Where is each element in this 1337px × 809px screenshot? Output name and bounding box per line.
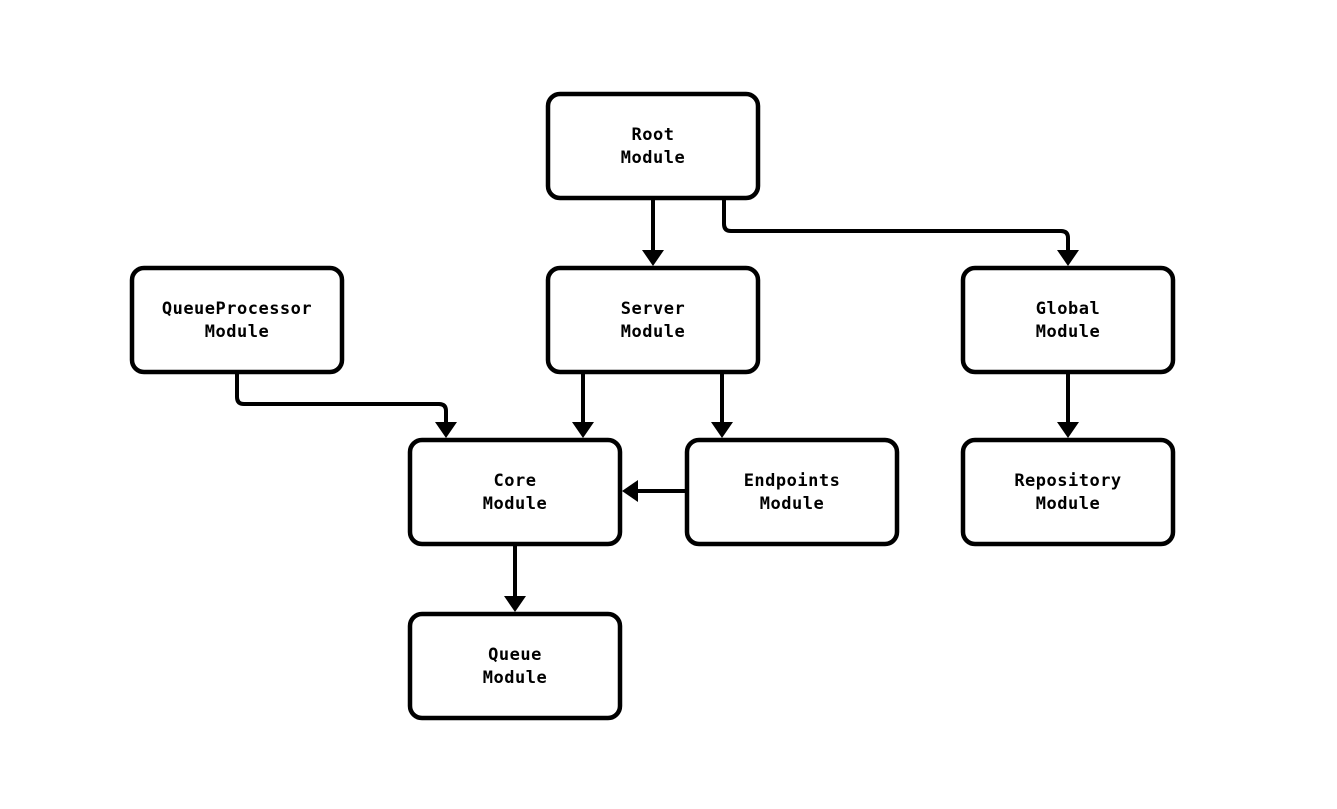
edge-queueprocessor-to-core — [235, 372, 457, 438]
arrow-head — [572, 422, 594, 438]
node-label-line1: Global — [1036, 299, 1100, 319]
node-label-line1: Root — [632, 125, 675, 145]
node-label-line2: Module — [1036, 322, 1100, 342]
edge-line — [235, 372, 448, 424]
node-label-line1: Core — [494, 471, 537, 491]
arrow-head — [622, 480, 638, 502]
arrow-head — [1057, 250, 1079, 266]
arrow-head — [1057, 422, 1079, 438]
edge-root-to-global — [722, 198, 1079, 266]
node-box[interactable] — [684, 437, 900, 547]
arrow-head — [435, 422, 457, 438]
edge-root-to-server — [642, 198, 664, 266]
node-box[interactable] — [407, 437, 623, 547]
node-label-line2: Module — [483, 668, 547, 688]
node-label-line1: Queue — [488, 645, 542, 665]
node-box[interactable] — [129, 265, 345, 375]
node-label-line2: Module — [621, 322, 685, 342]
edges-layer — [235, 198, 1079, 612]
node-label-line1: Server — [621, 299, 685, 319]
edge-server-to-core — [572, 372, 594, 438]
edge-endpoints-to-core — [622, 480, 687, 502]
edge-global-to-repository — [1057, 372, 1079, 438]
node-label-line2: Module — [760, 494, 824, 514]
edge-line — [722, 198, 1070, 252]
node-label-line1: Repository — [1014, 471, 1121, 491]
node-label-line2: Module — [483, 494, 547, 514]
node-box[interactable] — [545, 91, 761, 201]
node-box[interactable] — [960, 437, 1176, 547]
node-box[interactable] — [545, 265, 761, 375]
edge-server-to-endpoints — [711, 372, 733, 438]
arrow-head — [711, 422, 733, 438]
node-label-line2: Module — [205, 322, 269, 342]
node-box[interactable] — [407, 611, 623, 721]
node-label-line1: Endpoints — [744, 471, 841, 491]
arrow-head — [642, 250, 664, 266]
node-label-line2: Module — [621, 148, 685, 168]
node-label-line1: QueueProcessor — [162, 299, 312, 319]
edge-core-to-queue — [504, 544, 526, 612]
arrow-head — [504, 596, 526, 612]
nodes-layer: RootModuleQueueProcessorModuleServerModu… — [129, 91, 1176, 721]
node-box[interactable] — [960, 265, 1176, 375]
node-label-line2: Module — [1036, 494, 1100, 514]
